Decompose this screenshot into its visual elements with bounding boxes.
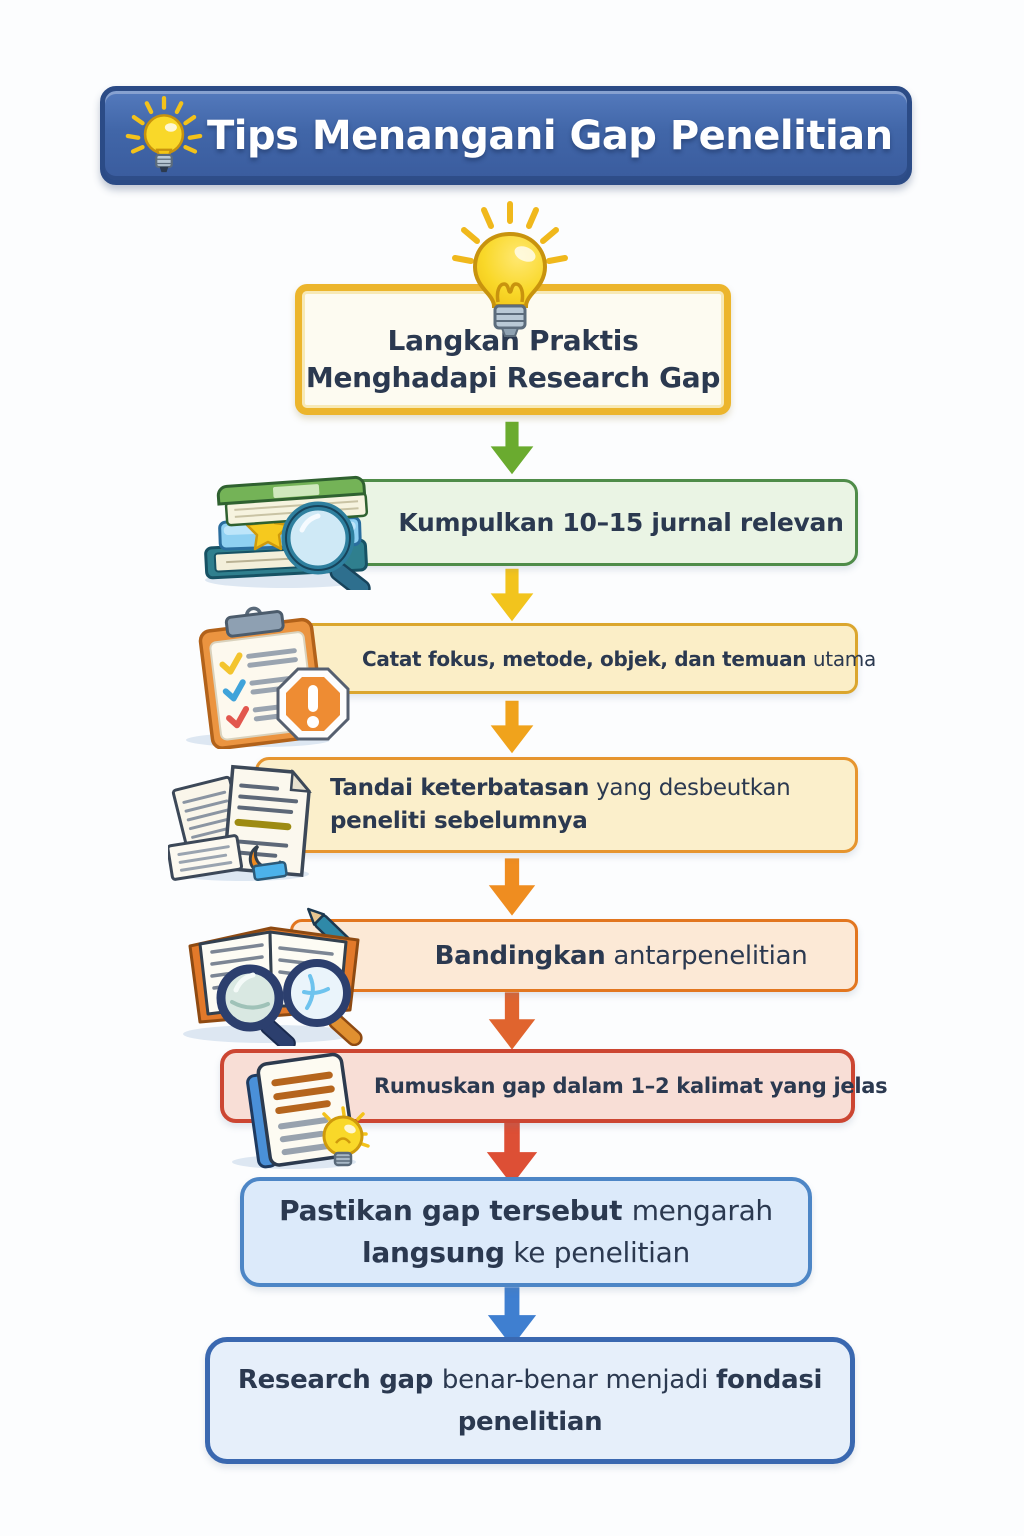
books-magnifier-icon: [204, 475, 371, 590]
flow-arrow-down: [487, 1287, 537, 1347]
lightbulb-icon: [452, 201, 568, 337]
documents-icon: [168, 764, 312, 882]
flow-arrow-down: [488, 858, 536, 916]
step-text: Catat fokus, metode, objek, dan temuan u…: [362, 646, 876, 671]
step-text: Bandingkan antarpenelitian: [434, 940, 808, 971]
page-title: Tips Menangani Gap Penelitian: [207, 112, 893, 159]
flow-arrow-down: [490, 700, 534, 754]
step-box-kumpulkan-jurnal: Kumpulkan 10–15 jurnal relevan: [300, 479, 858, 566]
notebook-lightbulb-icon: [232, 1052, 370, 1169]
open-book-magnifiers-icon: [183, 907, 363, 1046]
step-box-catat-fokus: Catat fokus, metode, objek, dan temuan u…: [255, 623, 876, 694]
flow-arrow-down: [490, 568, 534, 622]
flow-arrow-down: [488, 992, 536, 1050]
step-text: Research gap benar-benar menjadi fondasi…: [237, 1364, 823, 1437]
flow-arrow-down: [490, 421, 534, 475]
step-text: Rumuskan gap dalam 1–2 kalimat yang jela…: [374, 1074, 888, 1098]
clipboard-checklist-icon: [186, 606, 350, 749]
conclusion-box-research-gap: Research gap benar-benar menjadi fondasi…: [205, 1337, 855, 1464]
title-banner: Tips Menangani Gap Penelitian: [100, 86, 912, 185]
flow-arrow-down: [486, 1123, 538, 1185]
step-text: Kumpulkan 10–15 jurnal relevan: [398, 508, 844, 537]
lightbulb-icon: [125, 95, 203, 172]
step-box-bandingkan: Bandingkan antarpenelitian: [290, 919, 858, 992]
